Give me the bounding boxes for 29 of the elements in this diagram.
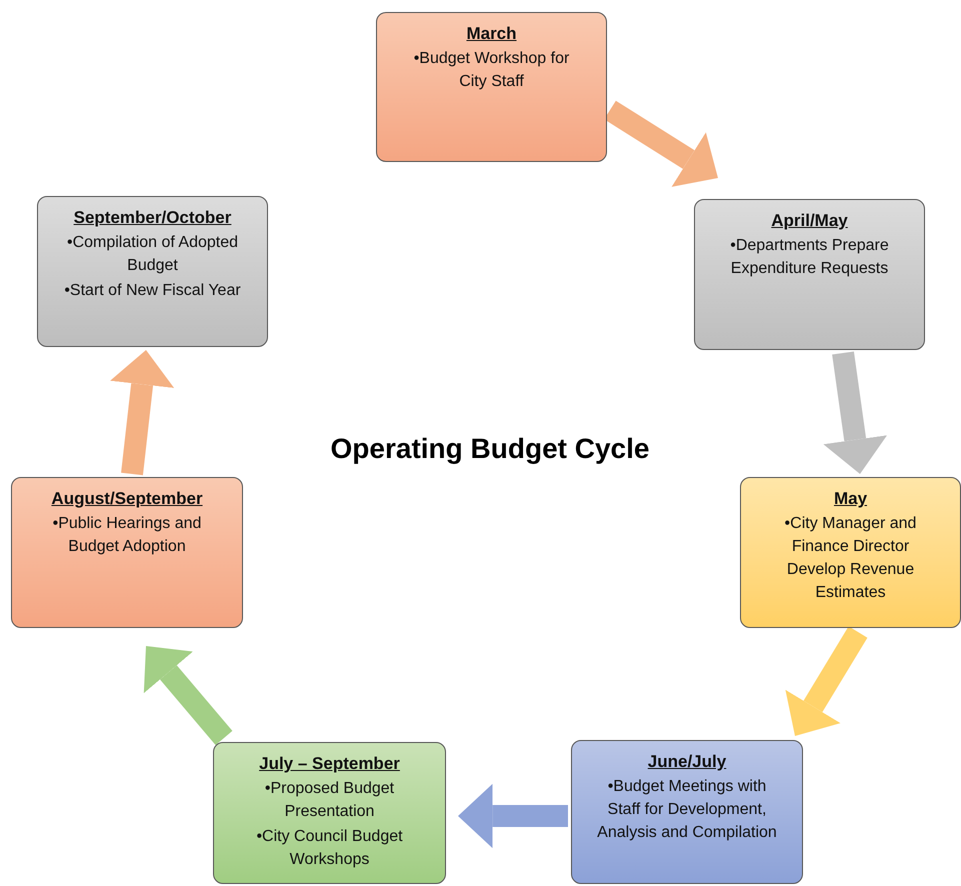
stage-bullet: •Public Hearings and Budget Adoption (52, 514, 202, 557)
block-arrow (823, 351, 888, 474)
stage-bullet: •Budget Meetings with Staff for Development, Analysis and Compilation (596, 777, 778, 843)
stage-heading: September/October (74, 207, 232, 229)
block-arrow (144, 646, 232, 746)
diagram-title: Operating Budget Cycle (330, 432, 650, 466)
stage-box (37, 196, 268, 347)
stage-box (376, 12, 607, 162)
stage-box (213, 742, 446, 884)
stage-box (571, 740, 803, 884)
stage-box (11, 477, 243, 628)
stage-box (694, 199, 925, 350)
block-arrow (785, 626, 868, 736)
block-arrow (458, 784, 568, 848)
block-arrow (110, 350, 174, 476)
stage-bullet: •Start of New Fiscal Year (64, 281, 241, 301)
stage-heading: July – September (259, 753, 400, 775)
stage-heading: April/May (771, 210, 848, 232)
stage-bullet: •Departments Prepare Expenditure Requests (729, 236, 890, 279)
stage-heading: June/July (648, 751, 726, 773)
stage-heading: March (466, 23, 517, 45)
stage-bullet: •City Manager and Finance Director Develop Revenue Estimates (784, 514, 918, 603)
stage-bullet: •City Council Budget Workshops (255, 827, 404, 870)
stage-bullet: •Compilation of Adopted Budget (66, 233, 240, 276)
stage-heading: May (834, 488, 868, 510)
stage-box (740, 477, 961, 628)
stage-bullet: •Proposed Budget Presentation (264, 779, 396, 822)
stage-bullet: •Budget Workshop for City Staff (412, 49, 570, 92)
stage-heading: August/September (51, 488, 203, 510)
